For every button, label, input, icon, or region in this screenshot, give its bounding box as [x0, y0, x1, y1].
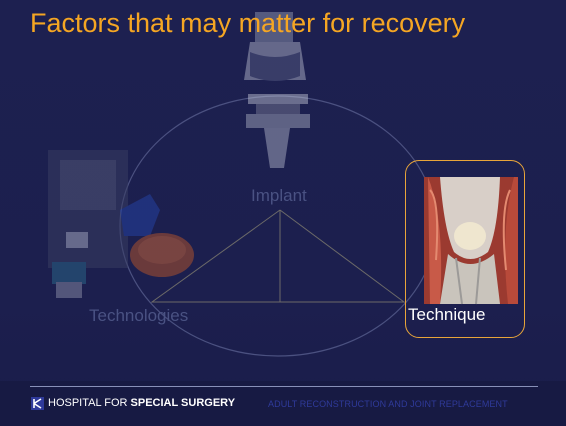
- hss-logo-icon: [31, 397, 44, 410]
- footer-divider: [30, 386, 538, 387]
- technique-label: Technique: [408, 305, 486, 325]
- hospital-name-bold: SPECIAL SURGERY: [131, 397, 236, 409]
- technologies-label: Technologies: [89, 306, 188, 326]
- department-name: ADULT RECONSTRUCTION AND JOINT REPLACEME…: [268, 399, 508, 409]
- slide-title: Factors that may matter for recovery: [30, 8, 465, 39]
- implant-label: Implant: [251, 186, 307, 206]
- hospital-name: HOSPITAL FOR SPECIAL SURGERY: [48, 397, 235, 409]
- technologies-image: [48, 150, 194, 298]
- hospital-name-prefix: HOSPITAL FOR: [48, 397, 131, 409]
